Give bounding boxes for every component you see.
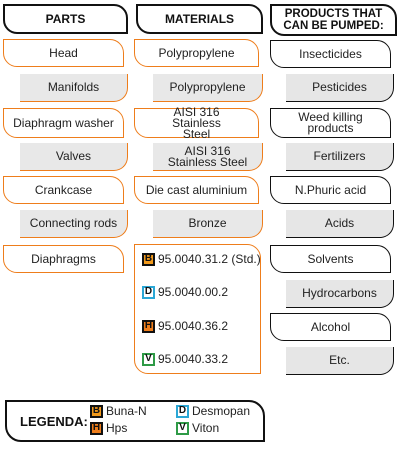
diaphragm-code: 95.0040.36.2: [158, 319, 229, 333]
product-item: Alcohol: [270, 313, 391, 341]
part-crankcase: Crankcase: [3, 176, 124, 204]
legend-box: [5, 400, 265, 442]
part-diaphragms: Diaphragms: [3, 245, 124, 273]
b-badge-icon: B: [142, 252, 155, 266]
product-item: Etc.: [286, 347, 394, 375]
legend-item-viton: V Viton: [176, 421, 219, 435]
diaphragm-code: 95.0040.33.2: [158, 352, 229, 366]
products-header: PRODUCTS THAT CAN BE PUMPED:: [270, 4, 397, 36]
v-badge-icon: V: [176, 421, 189, 435]
d-badge-icon: D: [176, 404, 189, 418]
product-item: Weed killing products: [270, 108, 391, 138]
b-badge-icon: B: [90, 404, 103, 418]
h-badge-icon: H: [90, 421, 103, 435]
legend-item-desmopan: D Desmopan: [176, 404, 250, 418]
legend-item-buna-n: B Buna-N: [90, 404, 147, 418]
material-diaphragm-washer: AISI 316 Stainless Steel: [134, 106, 259, 140]
diaphragm-code: 95.0040.31.2 (Std.): [158, 252, 261, 266]
diaphragm-code: 95.0040.00.2: [158, 285, 229, 299]
materials-header: MATERIALS: [136, 4, 263, 34]
diaphragm-code-row: B 95.0040.31.2 (Std.): [142, 252, 261, 266]
diaphragm-code-row: V 95.0040.33.2: [142, 352, 228, 366]
product-item: Pesticides: [286, 74, 394, 102]
h-badge-icon: H: [142, 319, 155, 333]
material-head: Polypropylene: [134, 39, 259, 67]
legend-title: LEGENDA:: [20, 414, 88, 429]
parts-header: PARTS: [3, 4, 128, 34]
product-item: N.Phuric acid: [270, 176, 391, 204]
d-badge-icon: D: [142, 285, 155, 299]
material-manifolds: Polypropylene: [153, 74, 263, 102]
diaphragm-code-row: H 95.0040.36.2: [142, 319, 228, 333]
material-connecting-rods: Bronze: [153, 210, 263, 238]
part-valves: Valves: [20, 143, 128, 171]
product-item: Hydrocarbons: [286, 280, 394, 308]
legend-label: Buna-N: [106, 404, 147, 418]
part-manifolds: Manifolds: [20, 74, 128, 102]
product-item: Solvents: [270, 245, 391, 273]
product-item: Acids: [286, 210, 394, 238]
legend-item-hps: H Hps: [90, 421, 127, 435]
diaphragm-code-row: D 95.0040.00.2: [142, 285, 228, 299]
part-diaphragm-washer: Diaphragm washer: [3, 108, 124, 138]
material-valves: AISI 316 Stainless Steel: [153, 143, 263, 171]
material-crankcase: Die cast aluminium: [134, 176, 259, 204]
product-item: Fertilizers: [286, 143, 394, 171]
part-head: Head: [3, 39, 124, 67]
legend-label: Hps: [106, 421, 128, 435]
product-item: Insecticides: [270, 40, 391, 68]
legend-label: Viton: [192, 421, 220, 435]
part-connecting-rods: Connecting rods: [20, 210, 128, 238]
legend-label: Desmopan: [192, 404, 251, 418]
v-badge-icon: V: [142, 352, 155, 366]
diaphragm-codes-box: [134, 244, 261, 374]
